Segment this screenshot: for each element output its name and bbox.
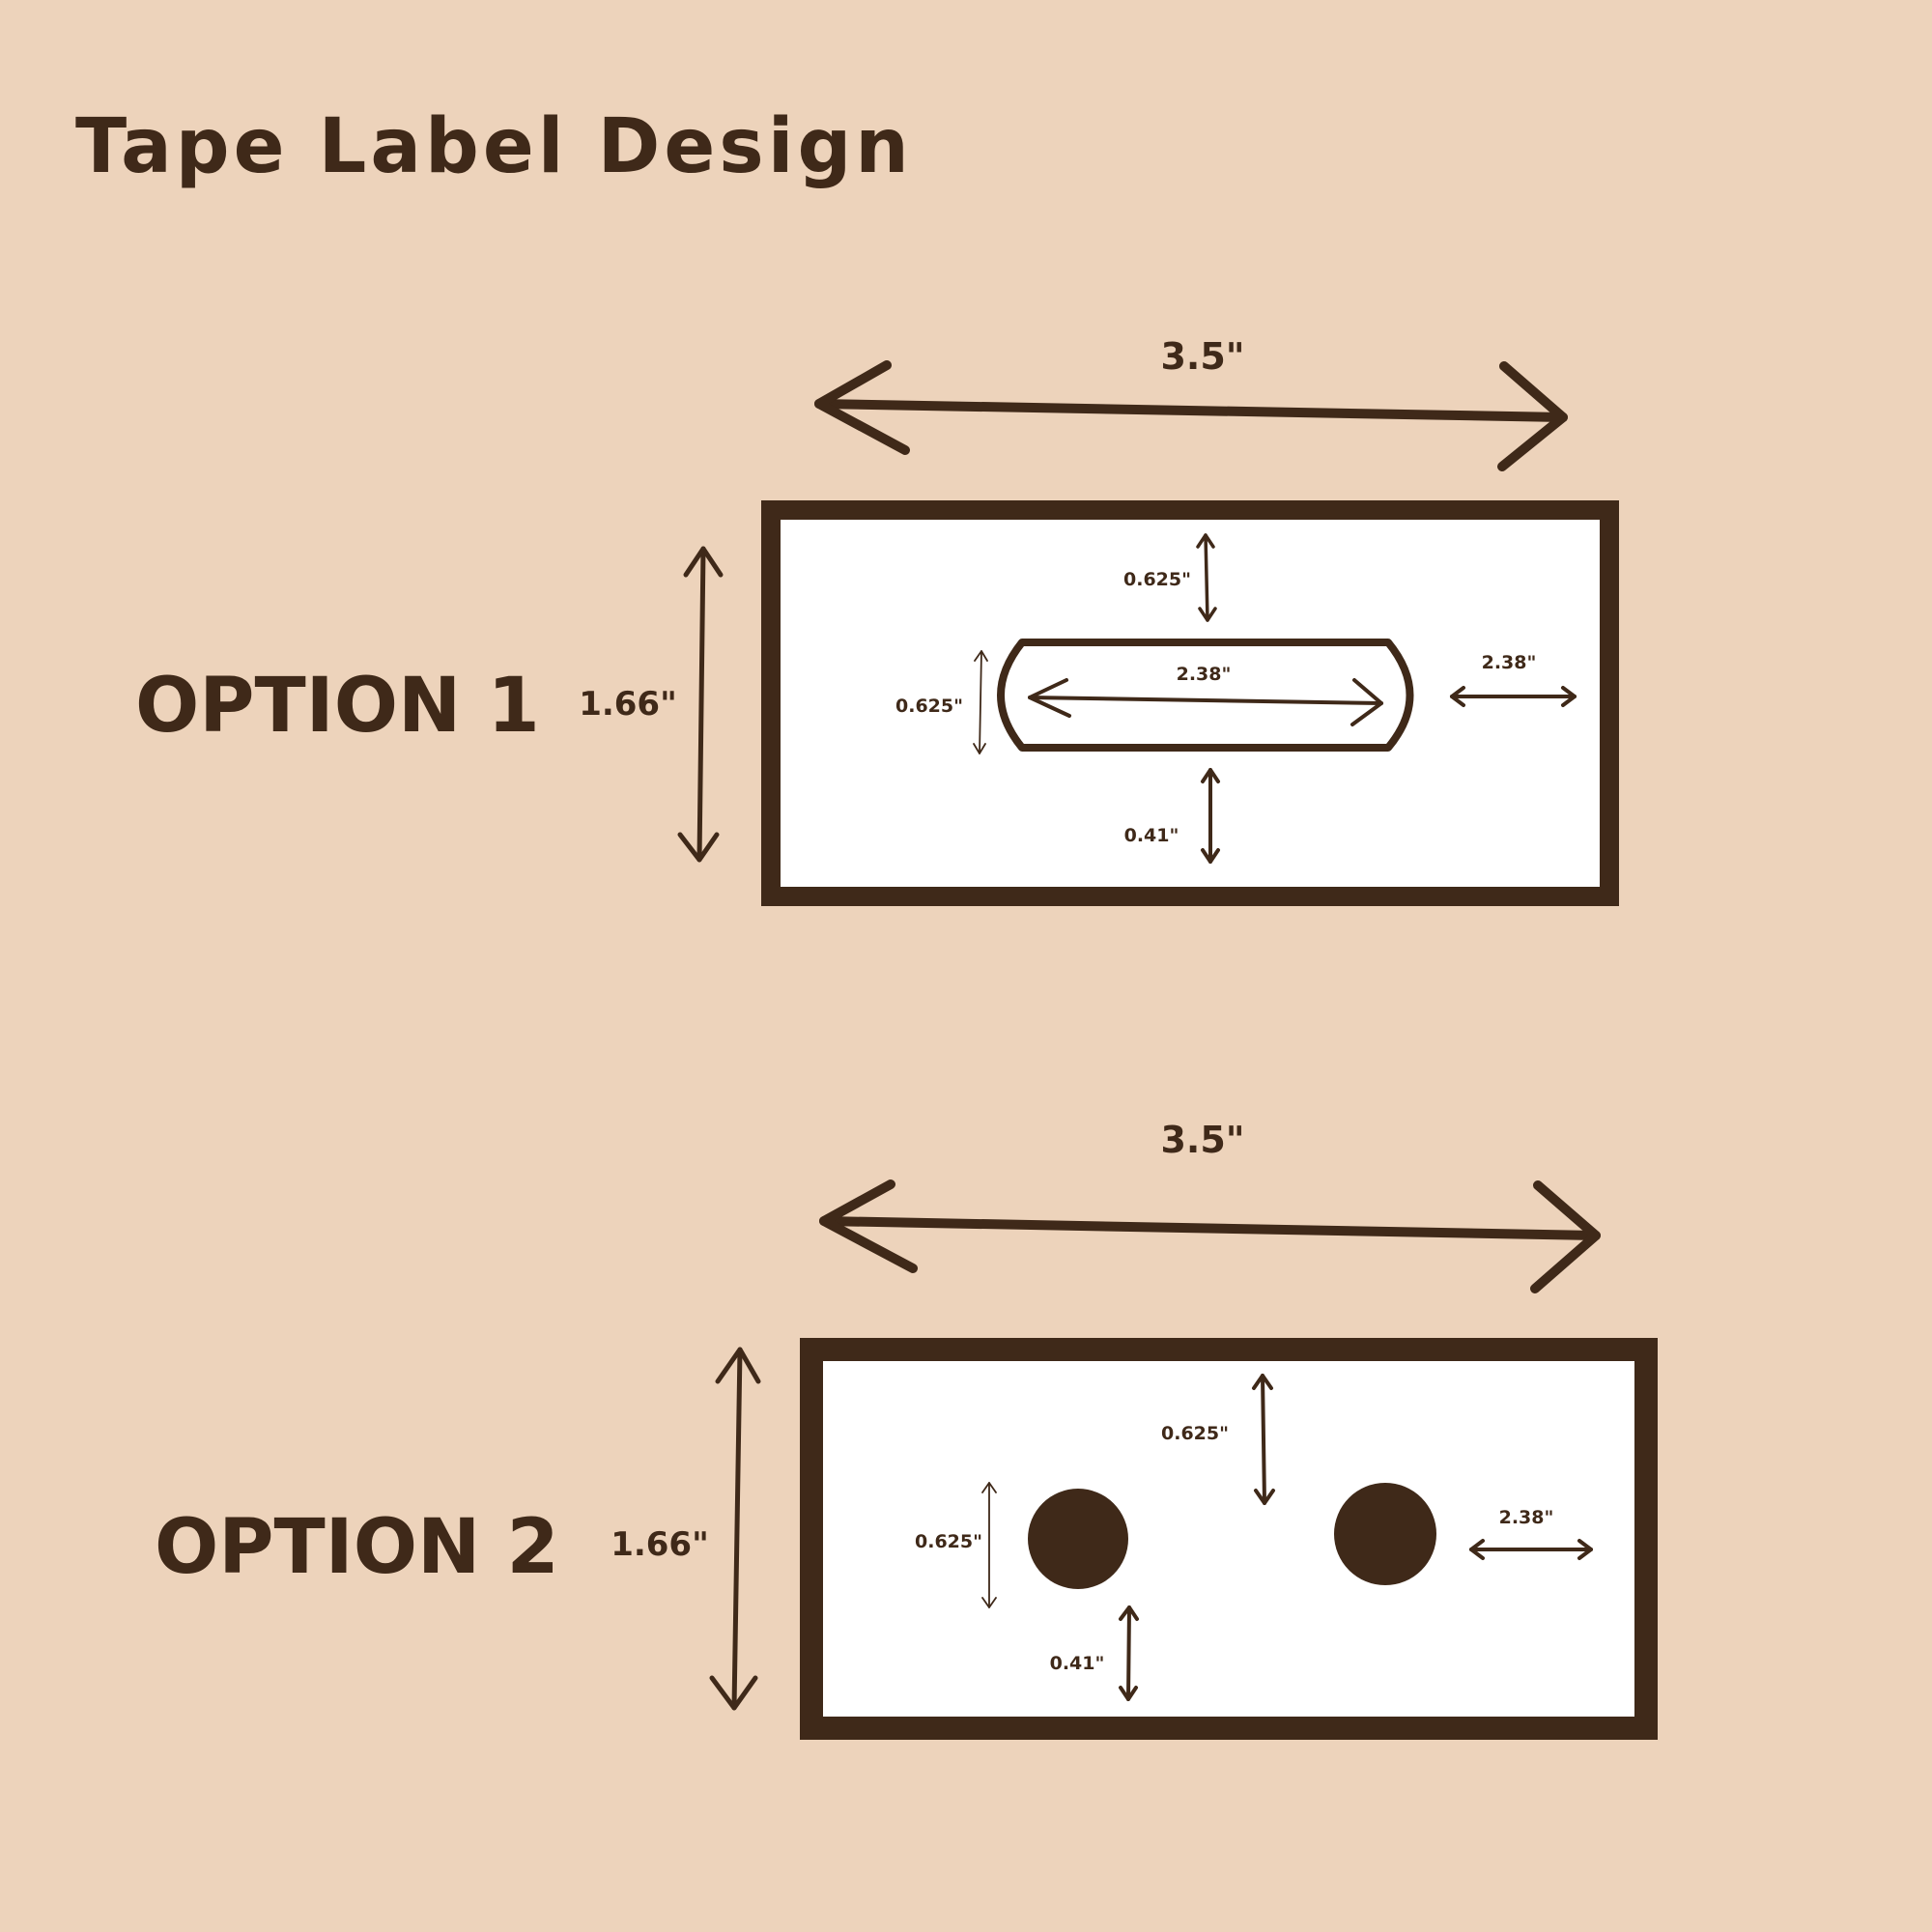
option-2-right-hole <box>1334 1483 1436 1585</box>
option-1-label: OPTION 1 <box>135 663 540 750</box>
option-1-width-arrow <box>814 360 1568 471</box>
option-2-height-arrow <box>709 1347 761 1711</box>
option-2-top-gap-arrow <box>1252 1374 1275 1505</box>
option-1-height-label: 1.66" <box>579 685 677 724</box>
option-2-hole-height-label: 0.625" <box>915 1531 982 1552</box>
option-1-slot-length-label: 2.38" <box>1177 664 1232 685</box>
option-2-top-gap-label: 0.625" <box>1161 1423 1229 1444</box>
option-2-side-gap-label: 2.38" <box>1499 1507 1554 1528</box>
option-1-slot-height-arrow <box>973 650 988 754</box>
option-2-group: OPTION 2 3.5" 1.66" 0.625" <box>155 1119 1658 1740</box>
option-2-bottom-gap-label: 0.41" <box>1050 1653 1105 1674</box>
option-1-bottom-gap-label: 0.41" <box>1124 825 1179 846</box>
option-1-height-arrow <box>677 546 724 863</box>
option-2-width-label: 3.5" <box>1160 1119 1244 1161</box>
option-1-slot-height-label: 0.625" <box>895 696 963 717</box>
option-1-group: OPTION 1 3.5" 1.66" 0.625" <box>135 335 1619 906</box>
option-2-left-hole <box>1028 1489 1128 1589</box>
option-1-slot-length-arrow <box>1028 678 1383 726</box>
option-1-top-gap-arrow <box>1196 533 1217 622</box>
option-1-side-gap-label: 2.38" <box>1482 652 1537 673</box>
option-2-label: OPTION 2 <box>155 1504 559 1591</box>
page-title: Tape Label Design <box>75 103 913 190</box>
option-1-top-gap-label: 0.625" <box>1123 569 1191 590</box>
option-1-width-label: 3.5" <box>1160 335 1244 378</box>
option-2-bottom-gap-arrow <box>1119 1605 1139 1701</box>
option-2-hole-height-arrow <box>981 1482 997 1608</box>
option-1-slot <box>997 639 1414 752</box>
option-1-side-gap-arrow <box>1450 686 1577 707</box>
option-2-label-outline <box>800 1338 1658 1740</box>
option-2-height-label: 1.66" <box>611 1525 709 1564</box>
option-2-width-arrow <box>819 1179 1601 1293</box>
option-2-side-gap-arrow <box>1469 1539 1593 1560</box>
option-1-bottom-gap-arrow <box>1201 768 1220 864</box>
